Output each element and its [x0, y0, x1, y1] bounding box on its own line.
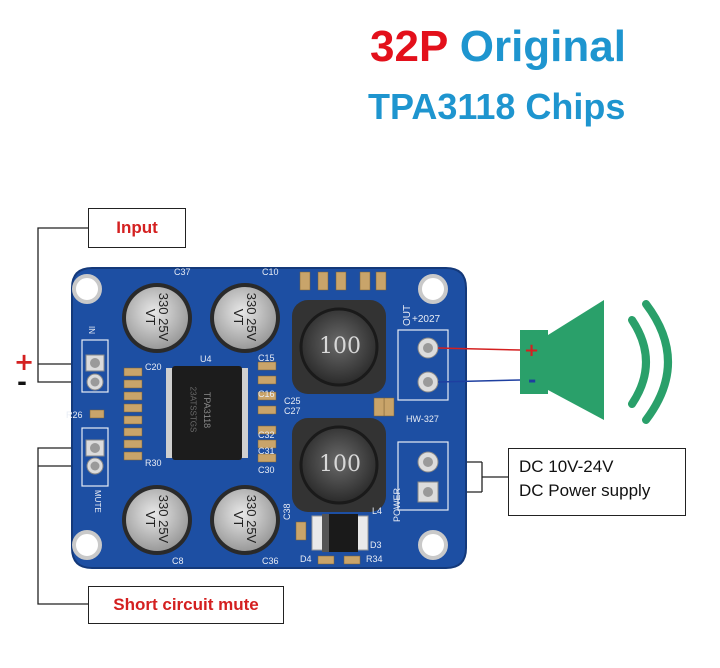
capacitor-text-tl: 330 25V VT — [143, 292, 171, 342]
product-title: 32P Original — [370, 22, 626, 72]
capacitor-top-left — [122, 283, 192, 353]
ref-c36: C36 — [262, 556, 279, 566]
input-plus-sign: + — [14, 348, 35, 376]
inductor-bottom — [292, 418, 386, 512]
board-year: +2027 — [412, 314, 441, 325]
speaker-minus-sign: - — [528, 368, 537, 392]
power-supply-label: DC 10V-24V DC Power supply — [508, 448, 686, 516]
ref-c10: C10 — [262, 267, 279, 277]
board-in-label: IN — [87, 326, 96, 334]
title-part-red: 32P — [370, 22, 448, 71]
ref-c15: C15 — [258, 353, 275, 363]
capacitor-text-br: 330 25V VT — [231, 494, 259, 544]
ref-c37: C37 — [174, 267, 191, 277]
smd-components — [89, 271, 395, 565]
power-pads — [397, 441, 449, 511]
ref-c25: C25 — [284, 396, 301, 406]
ref-c30: C30 — [258, 465, 275, 475]
tpa3118-chip — [166, 366, 248, 460]
diode-d3 — [311, 514, 369, 552]
ref-c38: C38 — [282, 503, 292, 520]
output-pads — [397, 329, 449, 401]
pcb-board — [71, 267, 467, 569]
inductor-value-top: 100 — [319, 334, 361, 359]
inductor-top — [292, 300, 386, 394]
speaker-plus-sign: + — [524, 340, 540, 361]
ref-c20: C20 — [145, 362, 162, 372]
ref-r26: R26 — [66, 410, 83, 420]
ref-d3: D3 — [370, 540, 382, 550]
ref-c8: C8 — [172, 556, 184, 566]
mute-header — [81, 427, 109, 487]
board-model: HW-327 — [406, 414, 439, 424]
power-line-1: DC 10V-24V — [519, 457, 614, 476]
power-line-2: DC Power supply — [519, 481, 651, 500]
short-circuit-mute-label: Short circuit mute — [88, 586, 284, 624]
ref-c31: C31 — [258, 446, 275, 456]
product-subtitle: TPA3118 Chips — [368, 86, 626, 127]
chip-ref: U4 — [200, 354, 212, 364]
ref-c16: C16 — [258, 389, 275, 399]
inductor-value-bottom: 100 — [319, 452, 361, 477]
board-mute-label: MUTE — [93, 490, 102, 513]
input-header — [81, 339, 109, 393]
chip-marking-1: TPA3118 — [202, 391, 212, 429]
mounting-holes — [72, 274, 448, 560]
input-label: Input — [88, 208, 186, 248]
ref-d4: D4 — [300, 554, 312, 564]
ref-r34: R34 — [366, 554, 383, 564]
ref-c32: C32 — [258, 430, 275, 440]
speaker-wire-negative — [437, 379, 521, 383]
ref-c27: C27 — [284, 406, 301, 416]
speaker-icon — [520, 300, 672, 424]
capacitor-text-tr: 330 25V VT — [231, 292, 259, 342]
capacitor-bottom-left — [122, 485, 192, 555]
chip-marking-2: 23ATSSTGS — [188, 386, 198, 433]
input-minus-sign: - — [17, 368, 27, 396]
board-power-label: POWER — [392, 487, 402, 522]
title-part-blue: Original — [459, 22, 626, 71]
speaker-wire-positive — [437, 347, 521, 351]
capacitor-top-right — [210, 283, 280, 353]
ref-r30: R30 — [145, 458, 162, 468]
capacitor-text-bl: 330 25V VT — [143, 494, 171, 544]
ref-l4: L4 — [372, 506, 383, 516]
capacitor-bottom-right — [210, 485, 280, 555]
